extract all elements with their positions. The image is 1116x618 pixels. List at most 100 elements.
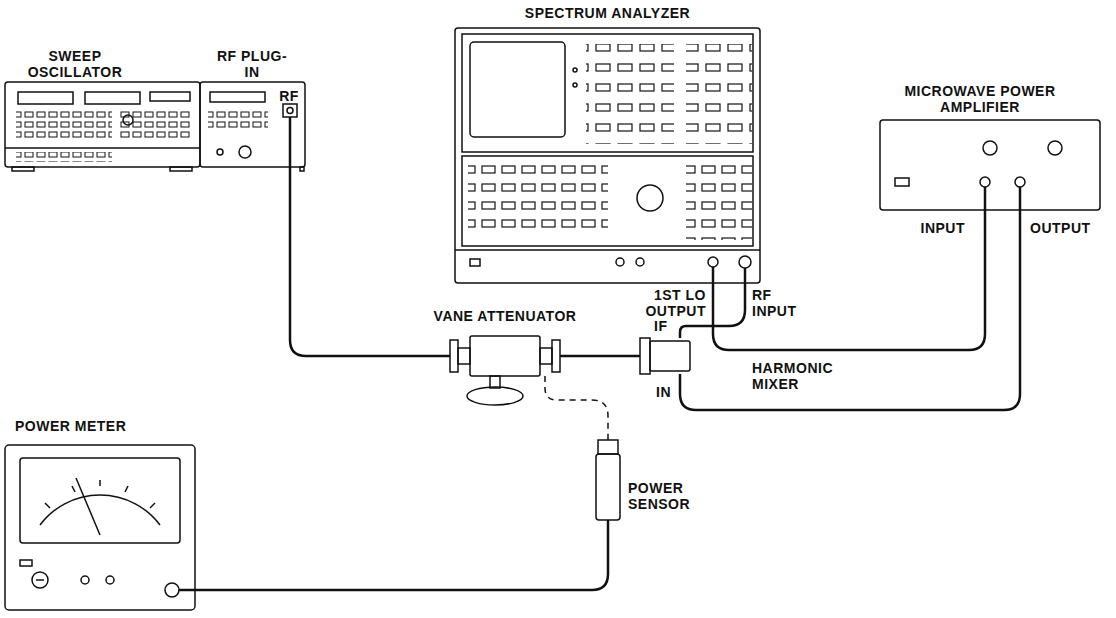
display-window <box>210 92 265 102</box>
port-label: INPUT <box>915 220 965 236</box>
port-label: RF <box>276 88 302 104</box>
connector <box>636 258 644 266</box>
display-window <box>150 92 190 101</box>
port-label: OUTPUT <box>1030 220 1100 236</box>
oscillator-housing <box>5 82 200 167</box>
scale-tick <box>150 503 155 508</box>
rf-input-connector <box>739 256 751 268</box>
cable <box>1019 187 1022 210</box>
sensor-input-connector <box>165 583 179 597</box>
cable <box>290 167 450 356</box>
sensor-body <box>596 454 620 520</box>
power-switch <box>470 259 480 266</box>
knob-stem <box>490 376 500 388</box>
meter-housing <box>5 445 195 610</box>
meter-needle <box>76 478 100 535</box>
rf-plugin: RF PLUG-INRF <box>200 82 305 167</box>
scale-tick <box>72 486 75 492</box>
instrument-label: RF PLUG-IN <box>210 48 294 80</box>
cable <box>179 589 195 592</box>
waveguide <box>458 348 470 364</box>
button-row <box>16 152 112 162</box>
knob <box>32 572 48 588</box>
foot <box>170 167 192 171</box>
lo-output-connector <box>708 257 718 267</box>
indicator <box>573 83 577 87</box>
cable <box>712 267 715 283</box>
port-label: RF INPUT <box>752 287 812 319</box>
cable <box>289 117 292 167</box>
power-sensor: POWER SENSOR <box>596 440 620 520</box>
waveguide <box>540 348 552 364</box>
sensor-connector <box>598 440 618 454</box>
meter-scale <box>40 495 160 525</box>
input-connector <box>980 177 990 187</box>
power-meter: POWER METER <box>5 445 195 610</box>
cable <box>744 268 747 283</box>
instrument-label: MICROWAVE POWER AMPLIFIER <box>875 83 1085 115</box>
harmonic-mixer: HARMONIC MIXERIFIN <box>640 338 690 374</box>
scale-tick <box>45 503 50 508</box>
cable <box>195 520 608 590</box>
panel-line <box>455 249 760 251</box>
instrument-label: POWER METER <box>15 418 185 434</box>
instrument-label: VANE ATTENUATOR <box>415 308 595 324</box>
cable <box>713 210 985 350</box>
button-grid <box>686 160 752 240</box>
lower-panel <box>462 156 753 246</box>
upper-panel <box>462 34 753 152</box>
plugin-housing <box>200 82 305 167</box>
display-window <box>85 92 140 104</box>
cable <box>680 210 1020 410</box>
button-grid <box>586 44 674 144</box>
vane-attenuator: VANE ATTENUATOR <box>450 336 560 376</box>
knob <box>123 115 133 125</box>
spectrum-analyzer: SPECTRUM ANALYZER1ST LO OUTPUTRF INPUT <box>455 28 760 283</box>
scale-tick <box>125 486 128 492</box>
cable <box>560 355 640 358</box>
switch <box>20 560 32 566</box>
display-window <box>18 92 73 104</box>
knob <box>983 141 997 155</box>
instrument-label: SWEEP OSCILLATOR <box>13 48 137 80</box>
instrument-label: SPECTRUM ANALYZER <box>455 5 760 21</box>
mixer-body <box>650 341 690 371</box>
button-grid <box>208 108 268 128</box>
connector <box>616 258 624 266</box>
sweep-oscillator: SWEEP OSCILLATOR <box>5 82 200 167</box>
scale-tick <box>99 480 101 486</box>
foot <box>12 167 34 171</box>
knob <box>1048 141 1062 155</box>
knob <box>106 576 114 584</box>
mixer-flange <box>640 338 650 374</box>
rf-connector-pin <box>287 108 293 114</box>
port-label: 1ST LO OUTPUT <box>636 287 706 319</box>
keypad <box>120 108 192 140</box>
attenuator-body <box>470 336 540 376</box>
output-connector <box>1015 177 1025 187</box>
amplifier-housing <box>880 120 1100 210</box>
power-amplifier: MICROWAVE POWER AMPLIFIERINPUTOUTPUT <box>880 120 1100 210</box>
crt-screen <box>470 42 565 137</box>
instrument-label: HARMONIC MIXER <box>752 360 862 392</box>
knob <box>239 146 251 158</box>
cable <box>984 187 987 210</box>
indicator <box>217 149 223 155</box>
alternate-connection <box>545 376 608 440</box>
waveguide-flange <box>450 340 458 372</box>
meter-face <box>20 458 180 543</box>
port-label: IF <box>654 318 674 334</box>
button-grid <box>468 160 608 232</box>
foot <box>300 167 304 171</box>
knob-mark <box>36 579 44 581</box>
panel-line <box>5 147 200 149</box>
button-grid <box>16 108 112 138</box>
attenuator-knob <box>467 387 523 405</box>
waveguide-flange <box>552 340 560 372</box>
instrument-label: POWER SENSOR <box>628 480 698 512</box>
power-switch <box>895 178 909 186</box>
button-grid <box>686 44 752 144</box>
indicator <box>573 68 577 72</box>
